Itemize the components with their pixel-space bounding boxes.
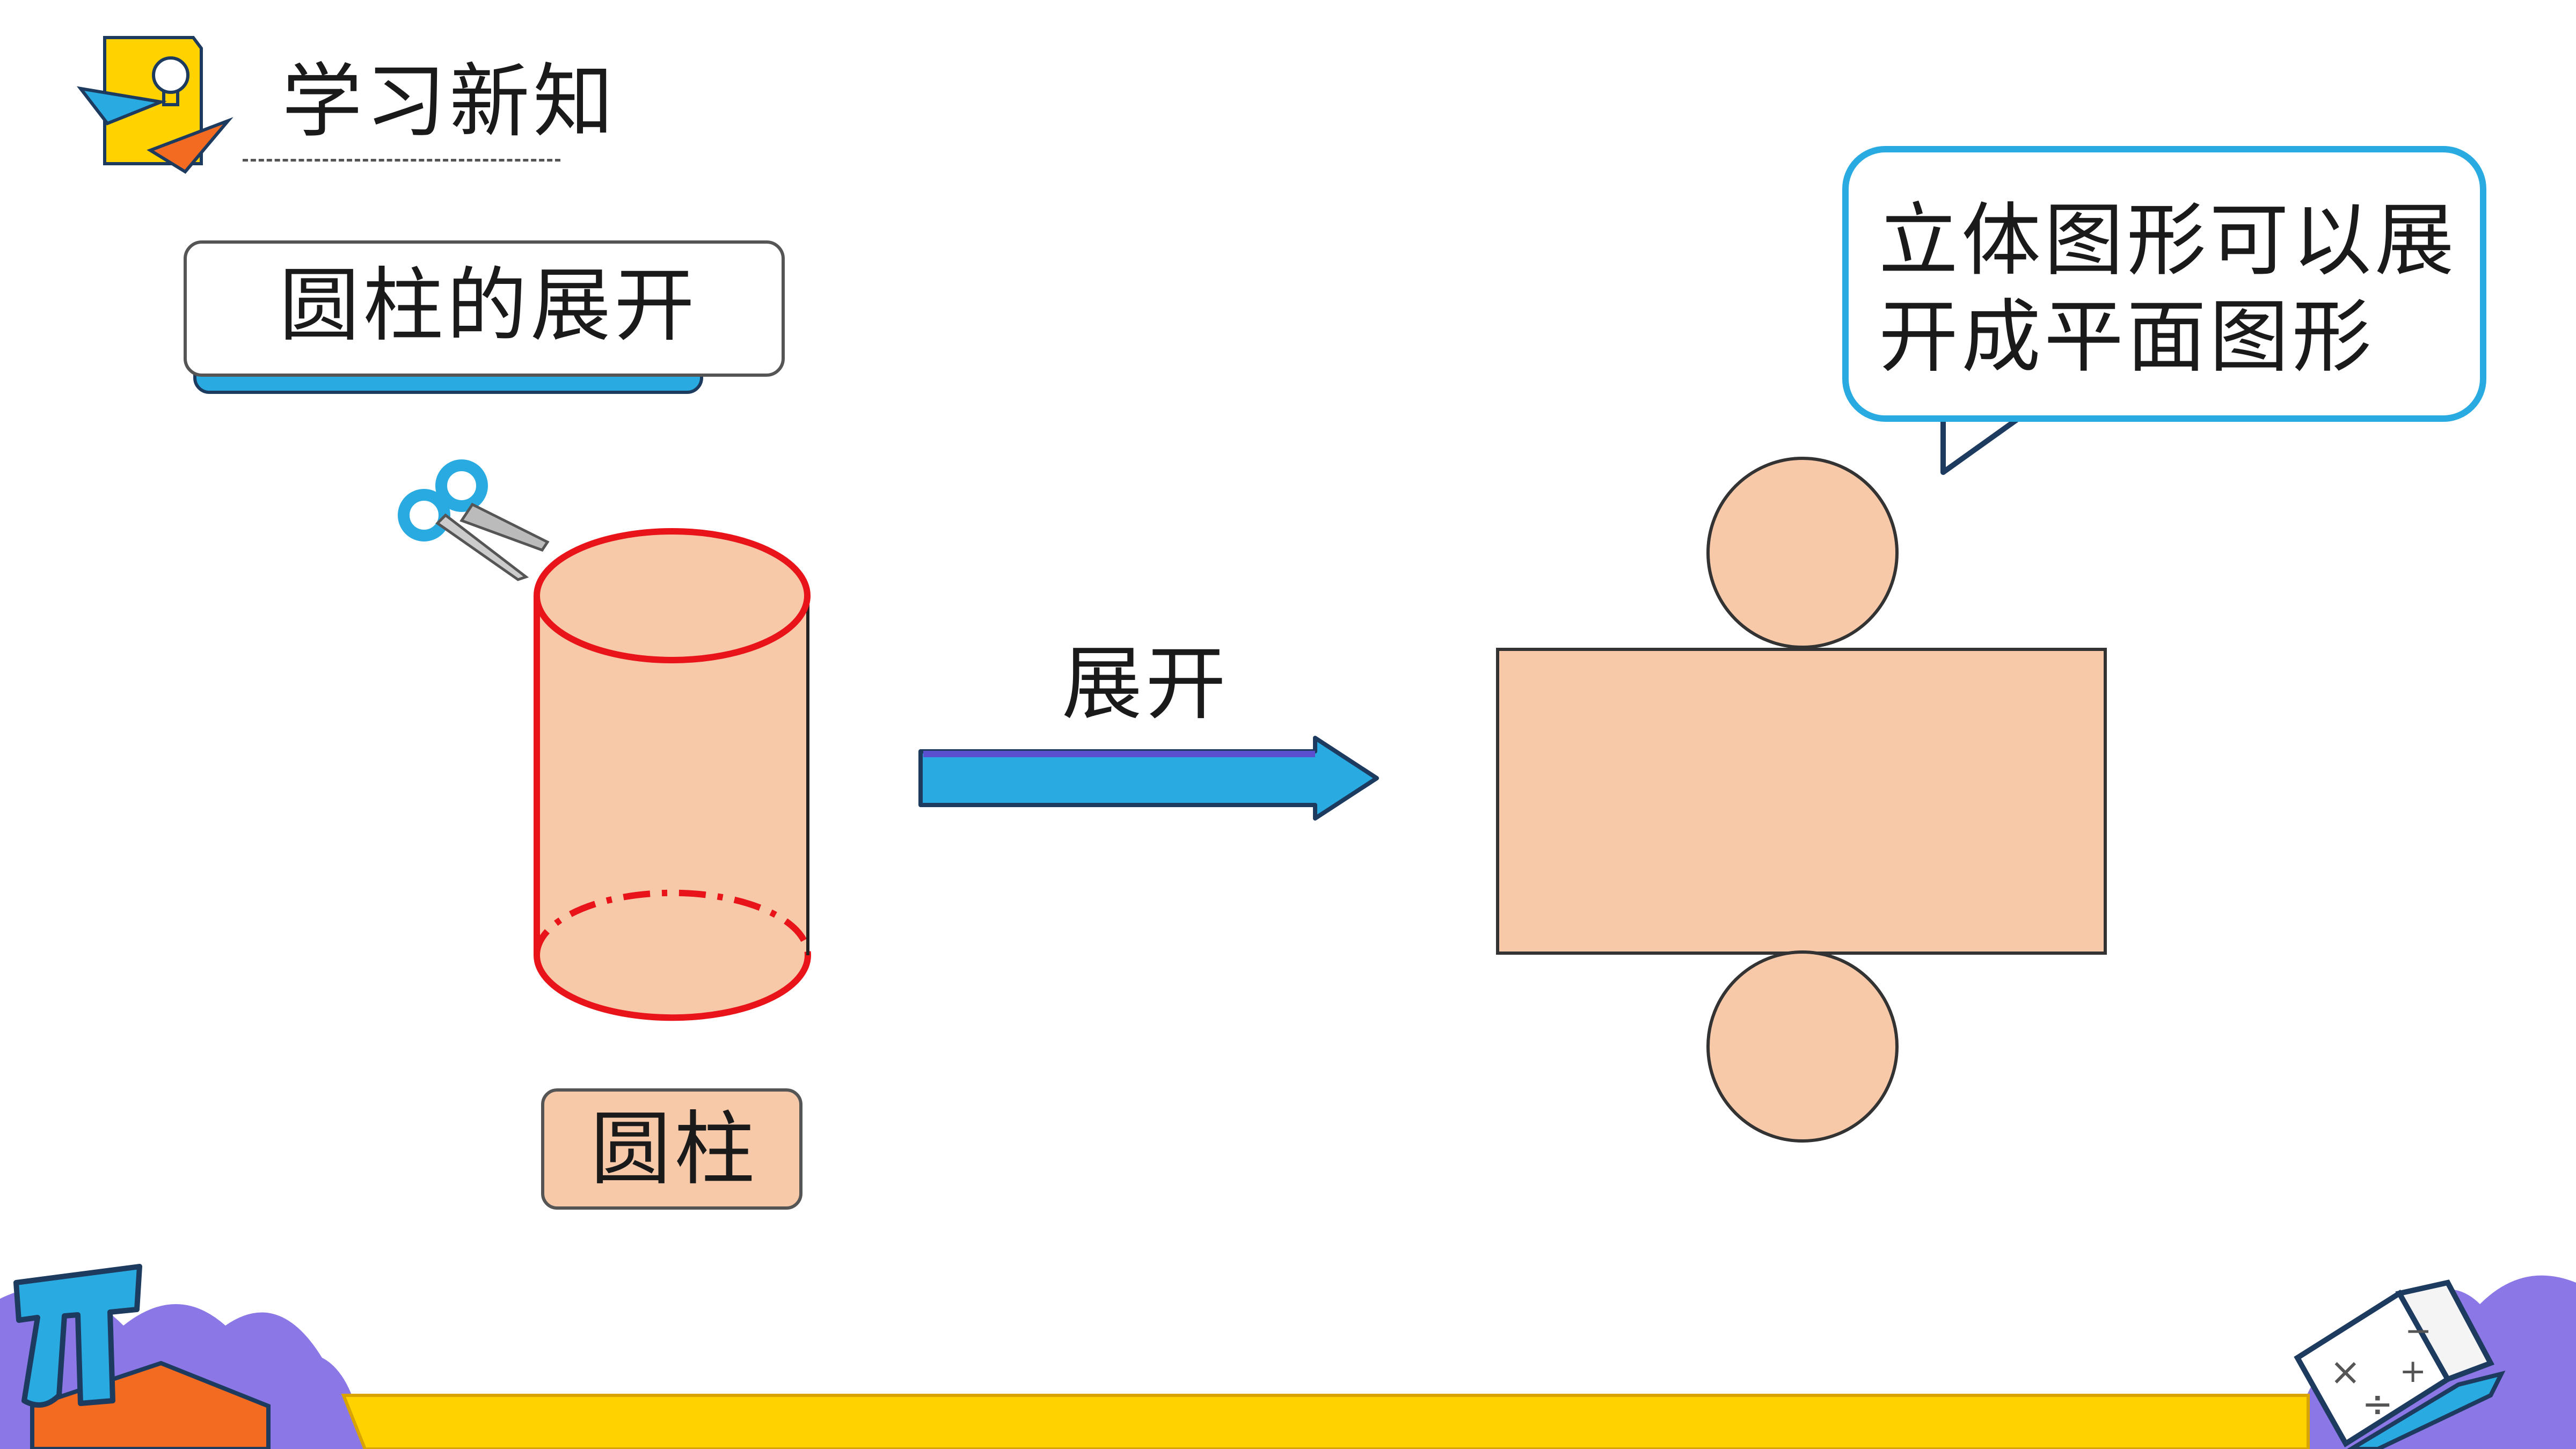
cylinder-label-box <box>541 1088 802 1210</box>
cylinder-net <box>1496 457 2107 1143</box>
bubble-tail <box>1940 413 2021 475</box>
cylinder-drawing <box>534 528 811 1021</box>
bubble-text-line-2: 开成平面图形 <box>1879 291 2375 383</box>
net-top-circle <box>1706 457 1899 649</box>
net-rectangle <box>1496 648 2107 955</box>
page-title: 学习新知 <box>282 55 617 149</box>
lightbulb-paper-plane-icon <box>76 36 233 174</box>
unfold-arrow <box>918 736 1379 821</box>
title-underline <box>243 159 560 162</box>
orange-block <box>30 1360 271 1449</box>
net-bottom-circle <box>1706 950 1899 1143</box>
scissors-icon <box>398 459 550 581</box>
svg-text:−: − <box>2405 1312 2432 1350</box>
bottom-bar <box>341 1394 2310 1449</box>
speech-bubble <box>1842 146 2486 422</box>
bubble-text-line-1: 立体图形可以展 <box>1879 194 2457 287</box>
cylinder-label: 圆柱 <box>590 1103 758 1196</box>
arrow-label: 展开 <box>1062 638 1230 731</box>
section-label-box <box>184 240 785 377</box>
pi-icon <box>13 1264 142 1408</box>
svg-text:+: + <box>2399 1352 2426 1390</box>
section-label: 圆柱的展开 <box>279 259 698 353</box>
svg-text:×: × <box>2330 1350 2361 1394</box>
math-book-icon: × ÷ − + <box>2294 1279 2506 1449</box>
svg-text:÷: ÷ <box>2362 1382 2393 1426</box>
